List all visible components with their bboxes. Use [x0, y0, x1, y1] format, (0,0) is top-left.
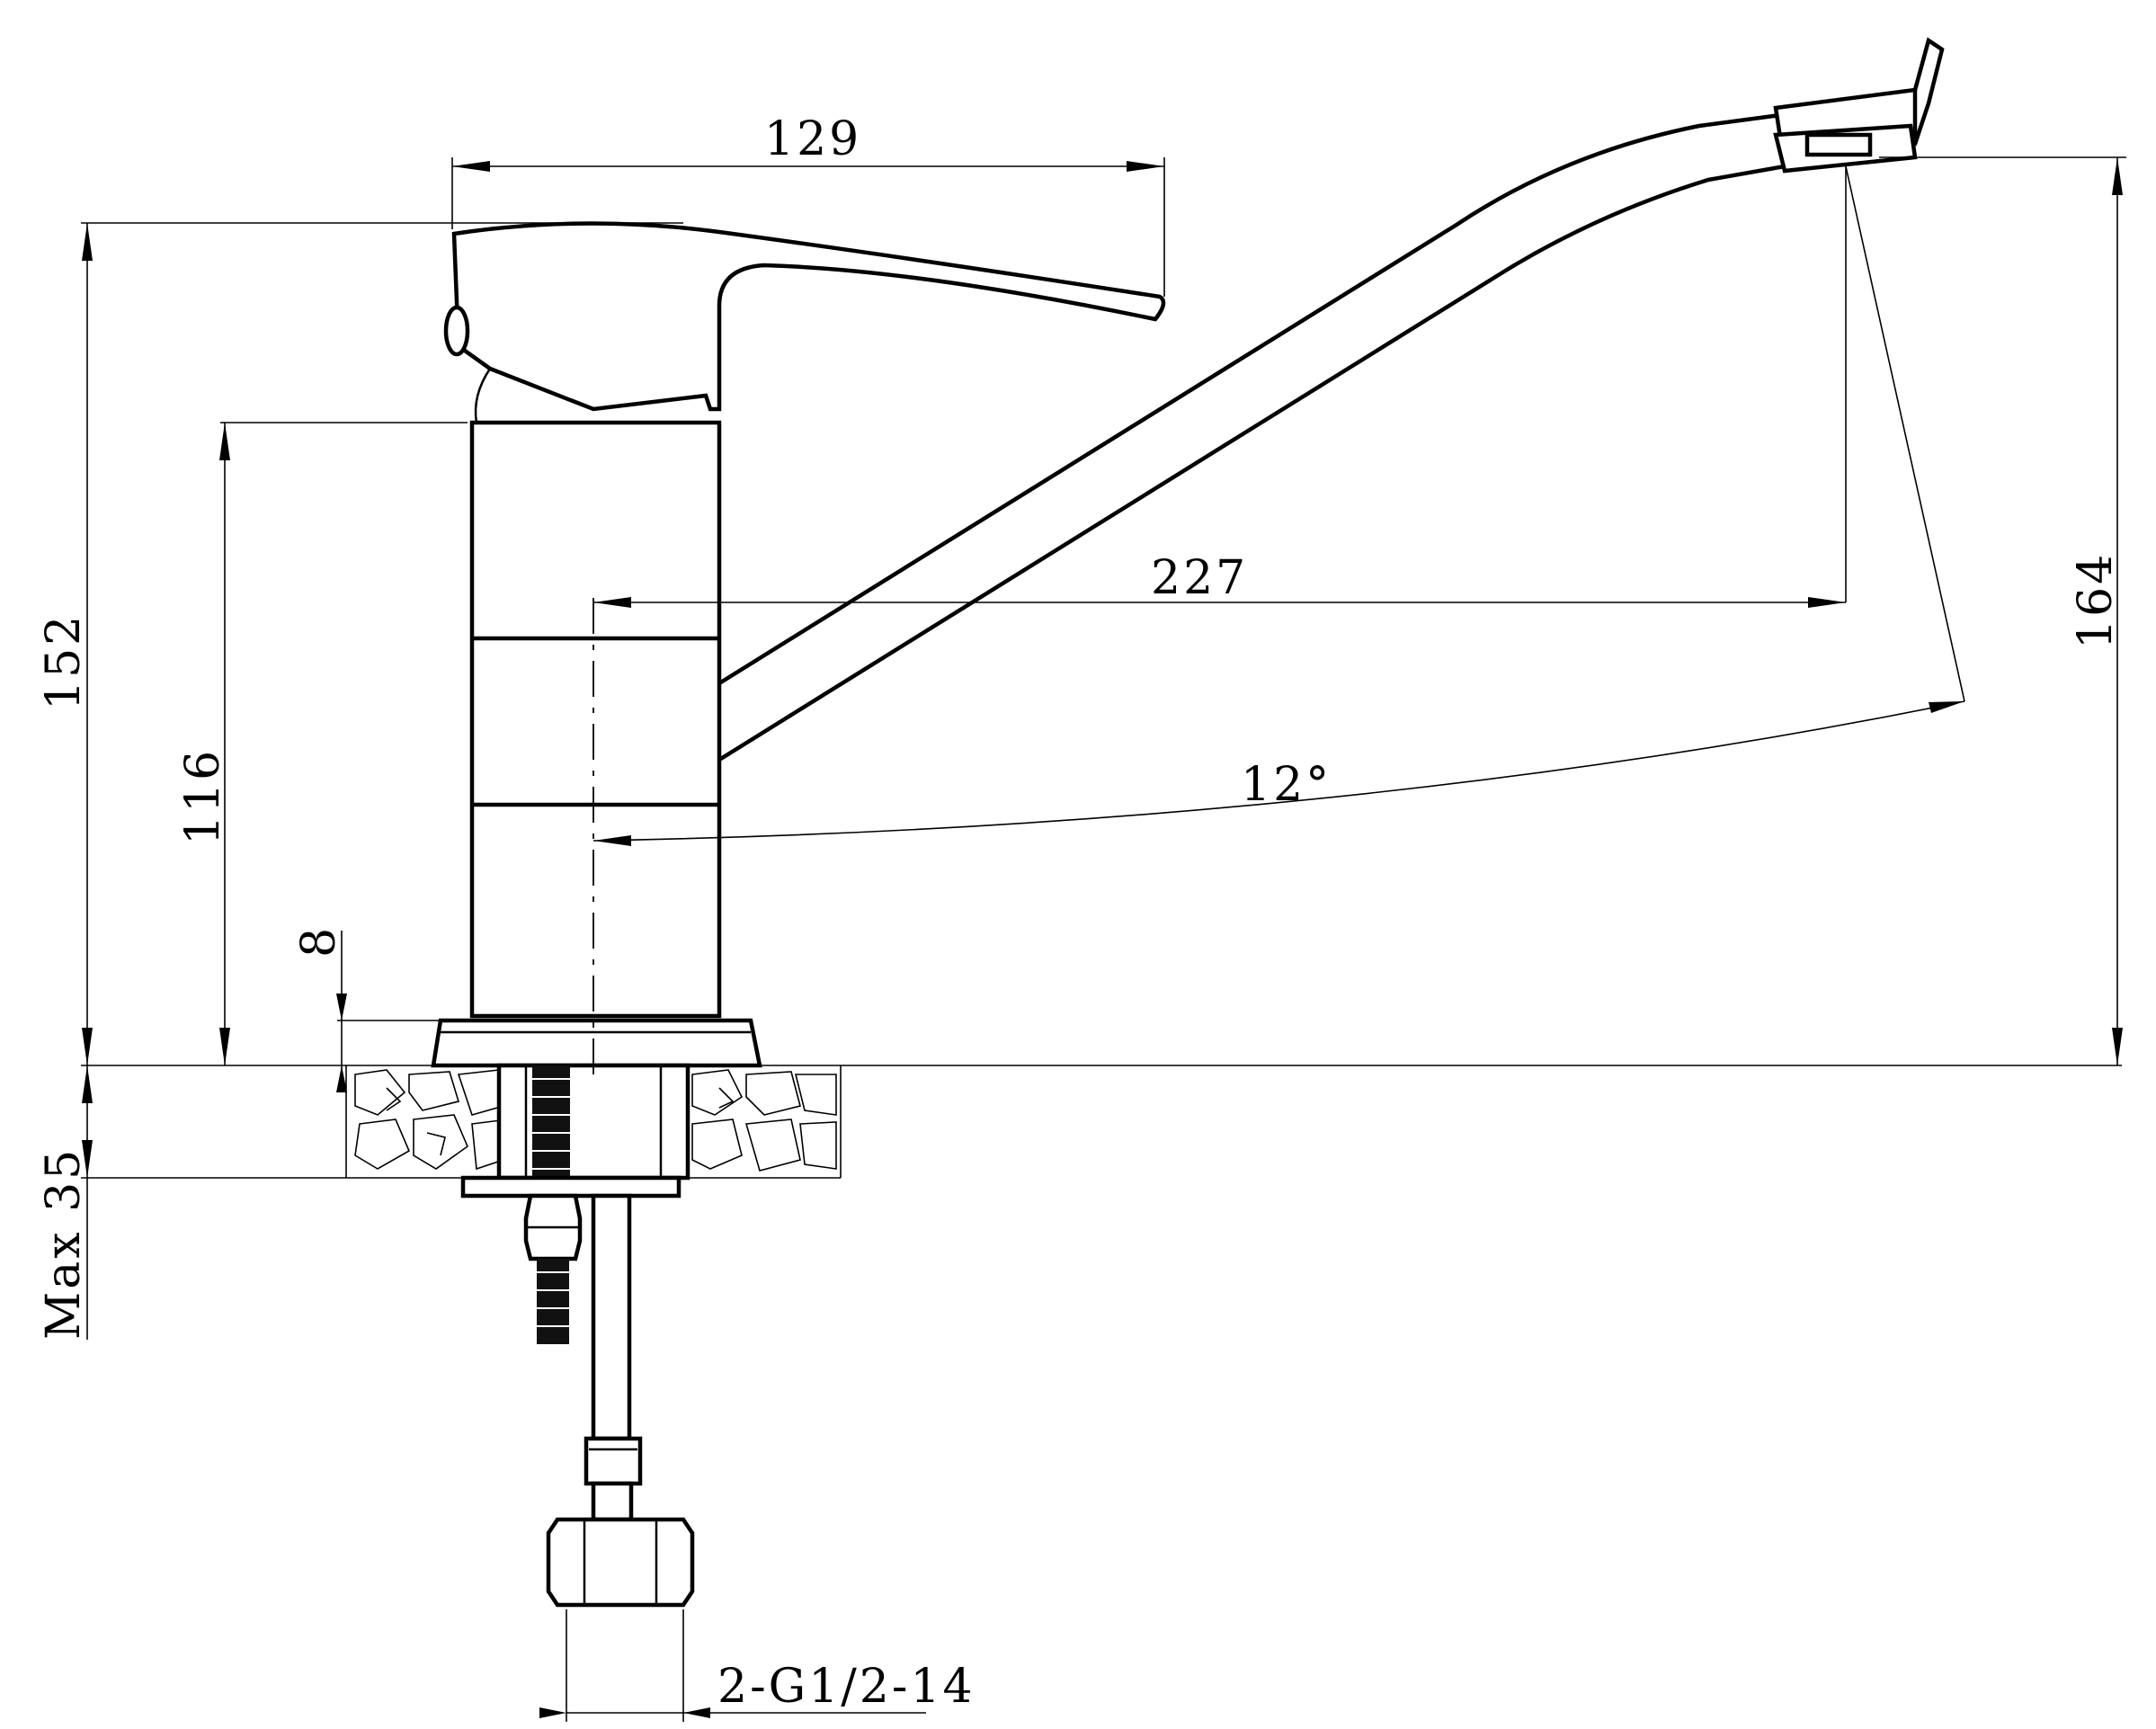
dim-label-hose-connection: 2-G1/2-14 — [717, 1660, 976, 1714]
supply-hose — [546, 1193, 695, 1608]
mounting-shank — [496, 1063, 690, 1181]
dim-label-body-height: 116 — [176, 748, 230, 845]
faucet-spout — [717, 37, 1945, 762]
dimension-total-height: 152 — [37, 222, 683, 1065]
dim-label-base-ring: 8 — [292, 925, 346, 958]
dim-label-lever-width: 129 — [764, 112, 861, 166]
faucet-base-ring — [431, 1018, 762, 1068]
dimension-spout-reach: 227 — [593, 166, 1847, 608]
dim-label-spout-height: 164 — [2069, 552, 2123, 649]
dimension-base-ring: 8 — [292, 925, 441, 1092]
dim-label-swivel-angle: 12° — [1241, 758, 1332, 812]
countertop-section — [81, 1065, 2122, 1179]
mounting-plate — [460, 1175, 682, 1199]
fixing-nut-and-stud — [523, 1193, 583, 1344]
dim-label-counter-thickness: Max 35 — [37, 1147, 91, 1340]
dimension-spout-height: 164 — [1879, 156, 2126, 1065]
dim-label-spout-reach: 227 — [1151, 551, 1248, 605]
faucet-body-cylinder — [469, 420, 722, 1019]
dim-label-total-height: 152 — [37, 613, 91, 710]
dimension-body-height: 116 — [176, 422, 468, 1065]
dimension-lever-width: 129 — [451, 112, 1165, 297]
dimension-counter-thickness: Max 35 — [37, 1065, 93, 1340]
faucet-lever-handle — [443, 221, 1166, 423]
dimension-hose-connection: 2-G1/2-14 — [539, 1609, 976, 1722]
dimension-swivel-angle: 12° — [592, 165, 1965, 846]
